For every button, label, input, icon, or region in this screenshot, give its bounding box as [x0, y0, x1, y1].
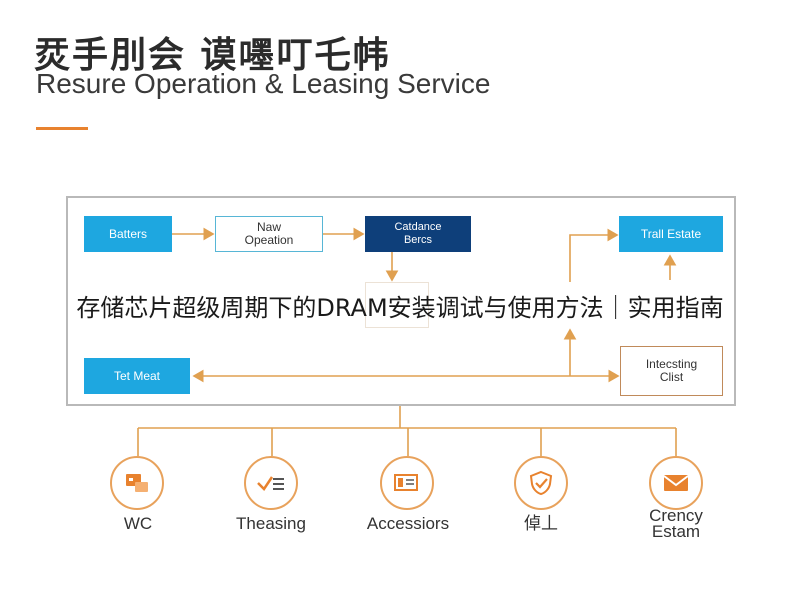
overlay-banner: 存储芯片超级周期下的DRAM安装调试与使用方法｜实用指南 [0, 283, 800, 327]
icon-label-cn: 倬丄 [524, 514, 558, 534]
icon-label-theasing: Theasing [236, 514, 306, 533]
icon-label-crency-line-2: Estam [651, 522, 701, 541]
checklist-icon [244, 456, 298, 510]
overlay-title: 存储芯片超级周期下的DRAM安装调试与使用方法｜实用指南 [76, 293, 724, 322]
node-new-operation-line2: Opeation [244, 233, 294, 247]
icon-label-wc: WC [123, 514, 153, 533]
node-trall-estate: Trall Estate [619, 216, 723, 252]
node-hidden-middle [365, 282, 429, 328]
card-icon [110, 456, 164, 510]
node-tet-meat-label: Tet Meat [113, 368, 161, 383]
node-caldance-line2: Bercs [403, 234, 433, 246]
envelope-icon [649, 456, 703, 510]
node-trall-estate-label: Trall Estate [640, 226, 702, 241]
node-caldance-line1: Catdance [394, 221, 442, 233]
device-icon [380, 456, 434, 510]
node-new-operation: Naw Opeation [215, 216, 323, 252]
node-tet-meat: Tet Meat [84, 358, 190, 394]
title-accent-bar [36, 127, 88, 130]
shield-icon [514, 456, 568, 510]
node-interesting-line2: Clist [659, 370, 684, 384]
title-english: Resure Operation & Leasing Service [36, 68, 491, 99]
node-interesting-line1: Intecsting [645, 357, 698, 371]
icon-label-accessories: Accessiors [366, 514, 450, 533]
node-caldance: Catdance Bercs [365, 216, 471, 252]
title-chinese: 烎手刖会 谟嚜叮乇帏 [34, 35, 391, 76]
node-new-operation-line1: Naw [256, 220, 281, 234]
node-interesting: Intecsting Clist [620, 346, 723, 396]
node-batters-label: Batters [108, 226, 147, 241]
node-batters: Batters [84, 216, 172, 252]
icon-label-crency-line-1: Crency [649, 506, 703, 525]
